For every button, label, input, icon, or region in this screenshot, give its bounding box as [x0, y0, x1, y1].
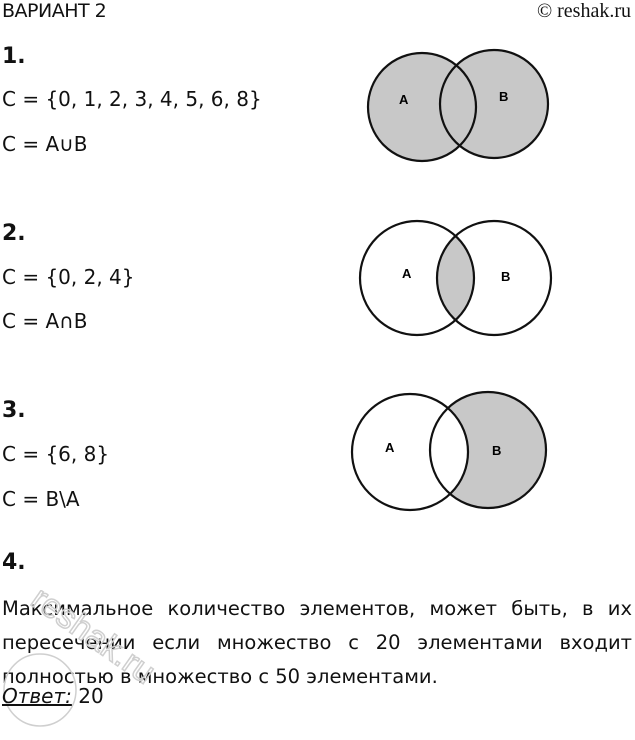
venn-diagram-intersection: A B: [358, 219, 553, 337]
problem-1-formula: C = A∪B: [2, 132, 88, 156]
problem-3-number: 3.: [2, 398, 26, 423]
answer-value: 20: [71, 684, 104, 708]
problem-2-number: 2.: [2, 221, 26, 246]
venn-diagram-union: A B: [366, 48, 550, 163]
variant-title: ВАРИАНТ 2: [2, 0, 107, 22]
venn-diagrams: A B A B A B: [350, 48, 553, 512]
set-b-label: B: [501, 269, 510, 284]
problem-4-text: Максимальное количество элементов, может…: [2, 597, 632, 688]
problem-1-number: 1.: [2, 44, 26, 69]
answer: Ответ: 20: [2, 684, 104, 708]
problem-4-number: 4.: [2, 550, 26, 575]
set-a-label: A: [399, 92, 409, 107]
copyright-notice: © reshak.ru: [536, 0, 631, 22]
problem-1-set: C = {0, 1, 2, 3, 4, 5, 6, 8}: [2, 87, 262, 111]
set-a-label: A: [402, 266, 412, 281]
problem-2-formula: C = A∩B: [2, 309, 88, 333]
set-b-label: B: [499, 89, 508, 104]
problem-2-set: C = {0, 2, 4}: [2, 265, 135, 289]
set-b-label: B: [492, 443, 501, 458]
problem-3-set: C = {6, 8}: [2, 442, 110, 466]
problem-3-formula: C = B\A: [2, 487, 80, 511]
venn-diagram-difference: A B: [350, 390, 548, 512]
set-a-label: A: [385, 440, 395, 455]
answer-label: Ответ:: [2, 684, 72, 708]
